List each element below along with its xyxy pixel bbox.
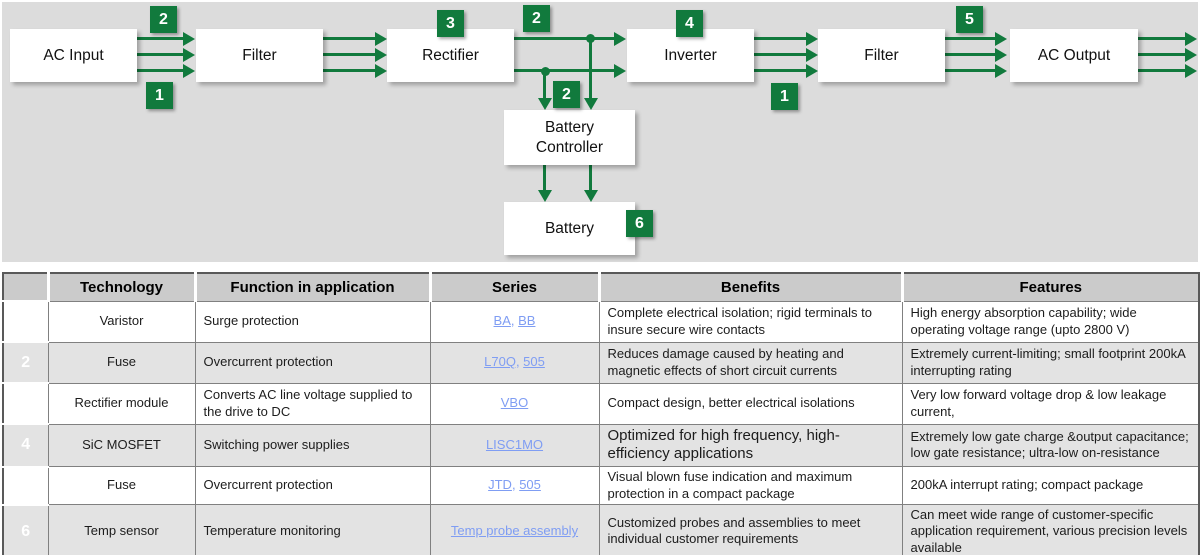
cell-function: Switching power supplies — [194, 423, 431, 467]
header-benefits: Benefits — [597, 273, 902, 302]
header-series: Series — [428, 273, 599, 302]
row-number: 6 — [2, 503, 49, 555]
block-filter-out: Filter — [818, 29, 945, 82]
table-row: 2 Fuse Overcurrent protection L70Q, 505 … — [2, 341, 1200, 384]
row-number: 5 — [2, 465, 49, 506]
cell-series: VBO — [429, 382, 600, 425]
block-filter-in: Filter — [196, 29, 323, 82]
block-inverter: Inverter — [627, 29, 754, 82]
series-separator: , — [515, 354, 524, 370]
cell-features: Can meet wide range of customer-specific… — [901, 503, 1200, 555]
row-number: 2 — [2, 341, 49, 384]
badge-fuse-battery-branch: 2 — [553, 81, 580, 108]
cell-technology: Fuse — [47, 341, 196, 384]
cell-features: Extremely current-limiting; small footpr… — [901, 341, 1200, 384]
series-link[interactable]: LISC1MO — [485, 437, 544, 453]
cell-series: BA, BB — [429, 300, 600, 343]
cell-benefits: Compact design, better electrical isolat… — [598, 382, 903, 425]
badge-rectifier: 3 — [437, 10, 464, 37]
block-diagram: AC Input Filter Rectifier Inverter Filte… — [2, 2, 1198, 262]
series-link[interactable]: BB — [518, 313, 536, 329]
row-number: 1 — [2, 300, 49, 343]
cell-technology: Rectifier module — [47, 382, 196, 425]
badge-fuse-dc-bus: 2 — [523, 5, 550, 32]
block-rectifier: Rectifier — [387, 29, 514, 82]
series-link[interactable]: Temp probe assembly — [450, 523, 579, 539]
badge-fuse-output: 5 — [956, 6, 983, 33]
cell-benefits: Reduces damage caused by heating and mag… — [598, 341, 903, 384]
cell-features: High energy absorption capability; wide … — [901, 300, 1200, 343]
badge-temp-sensor: 6 — [626, 210, 653, 237]
block-ac-output: AC Output — [1010, 29, 1138, 82]
header-function: Function in application — [193, 273, 430, 302]
cell-benefits: Optimized for high frequency, high-effic… — [598, 423, 903, 467]
cell-function: Overcurrent protection — [194, 341, 431, 384]
badge-fuse-input-top: 2 — [150, 6, 177, 33]
cell-function: Temperature monitoring — [194, 503, 431, 555]
cell-benefits: Complete electrical isolation; rigid ter… — [598, 300, 903, 343]
table-row: 3 Rectifier module Converts AC line volt… — [2, 382, 1200, 425]
block-battery: Battery — [504, 202, 635, 255]
cell-technology: Fuse — [47, 466, 196, 505]
series-link[interactable]: L70Q — [484, 354, 516, 370]
series-link[interactable]: 505 — [519, 477, 541, 493]
header-number — [3, 273, 48, 302]
table-row: 6 Temp sensor Temperature monitoring Tem… — [2, 503, 1200, 555]
cell-features: Extremely low gate charge &output capaci… — [901, 423, 1200, 467]
badge-inverter: 4 — [676, 10, 703, 37]
cell-series: LISC1MO — [429, 423, 600, 467]
cell-features: 200kA interrupt rating; compact package — [901, 466, 1200, 505]
technology-spec-table: Technology Function in application Serie… — [2, 272, 1200, 555]
badge-varistor-output: 1 — [771, 83, 798, 110]
cell-function: Surge protection — [194, 300, 431, 343]
cell-function: Overcurrent protection — [194, 466, 431, 505]
table-header-row: Technology Function in application Serie… — [3, 273, 1199, 302]
cell-function: Converts AC line voltage supplied to the… — [194, 382, 431, 425]
series-link[interactable]: 505 — [523, 354, 545, 370]
block-battery-controller: Battery Controller — [504, 110, 635, 165]
block-ac-input: AC Input — [10, 29, 137, 82]
table-row: 4 SiC MOSFET Switching power supplies LI… — [2, 423, 1200, 468]
table-row: 1 Varistor Surge protection BA, BB Compl… — [2, 300, 1200, 343]
cell-technology: Temp sensor — [47, 503, 196, 555]
badge-varistor-input: 1 — [146, 82, 173, 109]
cell-series: L70Q, 505 — [429, 341, 600, 384]
table-row: 5 Fuse Overcurrent protection JTD, 505 V… — [2, 465, 1200, 506]
cell-features: Very low forward voltage drop & low leak… — [901, 382, 1200, 425]
cell-benefits: Customized probes and assemblies to meet… — [598, 503, 903, 555]
cell-technology: Varistor — [47, 300, 196, 343]
series-separator: , — [511, 477, 520, 493]
series-link[interactable]: VBO — [500, 395, 529, 411]
cell-series: Temp probe assembly — [429, 503, 600, 555]
header-features: Features — [900, 273, 1199, 302]
header-technology: Technology — [46, 273, 195, 302]
cell-series: JTD, 505 — [429, 466, 600, 505]
cell-technology: SiC MOSFET — [47, 423, 196, 467]
series-link[interactable]: JTD — [488, 477, 512, 493]
series-link[interactable]: BA — [493, 313, 511, 329]
series-separator: , — [510, 313, 519, 329]
cell-benefits: Visual blown fuse indication and maximum… — [598, 466, 903, 505]
row-number: 4 — [2, 423, 49, 468]
row-number: 3 — [2, 382, 49, 425]
